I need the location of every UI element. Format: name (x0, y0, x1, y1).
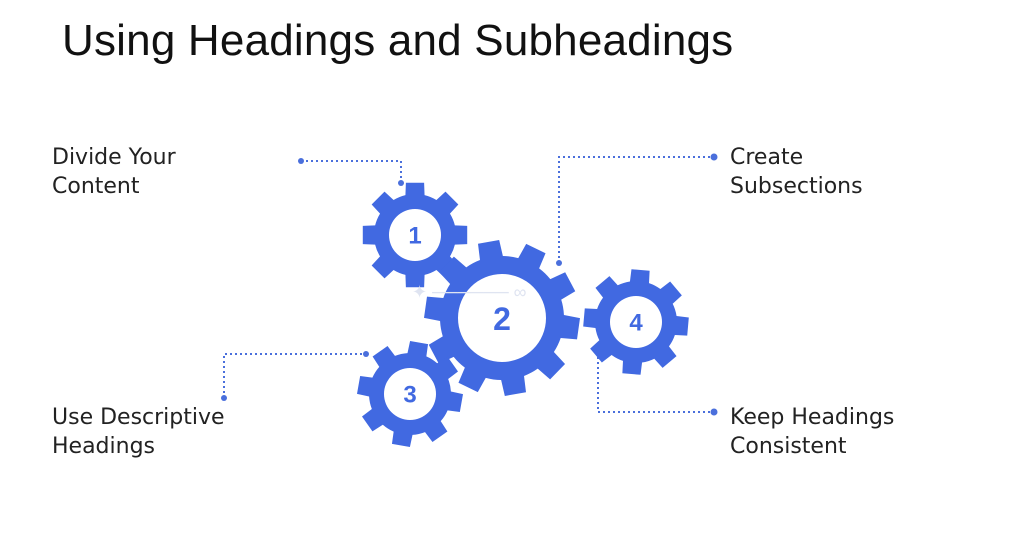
step-2-label: Create Subsections (730, 143, 863, 201)
step-3-label-line-2: Headings (52, 434, 156, 459)
connector-step-1 (301, 160, 402, 183)
gear-3-number: 3 (403, 382, 416, 409)
connector-dot-step-2-end (710, 153, 718, 161)
page-title: Using Headings and Subheadings (62, 16, 734, 65)
gear-1-number: 1 (408, 223, 421, 250)
step-3-label: Use Descriptive Headings (52, 403, 225, 461)
watermark: ✦ ────── ∞ (412, 282, 527, 302)
connector-dot-step-1-start (298, 158, 304, 164)
gear-2: 2 (424, 240, 580, 396)
gear-3-shape (357, 341, 463, 447)
step-1-label-line-1: Divide Your (52, 145, 176, 170)
step-3-label-line-1: Use Descriptive (52, 405, 225, 430)
step-1-label: Divide Your Content (52, 143, 176, 201)
connector-step-4 (597, 352, 713, 413)
connector-dot-step-3-start (221, 395, 227, 401)
connector-dot-step-3-end (363, 351, 369, 357)
gear-3: 3 (357, 341, 463, 447)
connector-step-3 (223, 353, 366, 398)
step-4-label-line-2: Consistent (730, 434, 847, 459)
connector-dot-step-2-start (556, 260, 562, 266)
gear-4-number: 4 (629, 310, 643, 337)
step-4-label: Keep Headings Consistent (730, 403, 894, 461)
connector-dot-step-4-end (710, 408, 718, 416)
step-2-label-line-1: Create (730, 145, 804, 170)
connector-dot-step-1-end (398, 180, 404, 186)
gear-1-shape (362, 182, 468, 288)
gear-4: 4 (583, 269, 689, 375)
gear-2-number: 2 (493, 301, 511, 337)
step-4-label-line-1: Keep Headings (730, 405, 895, 430)
gear-1: 1 (362, 182, 468, 288)
connector-step-2 (558, 156, 713, 263)
gear-2-shape (424, 240, 580, 396)
step-1-label-line-2: Content (52, 174, 140, 199)
gear-4-shape (583, 269, 689, 375)
step-2-label-line-2: Subsections (730, 174, 863, 199)
